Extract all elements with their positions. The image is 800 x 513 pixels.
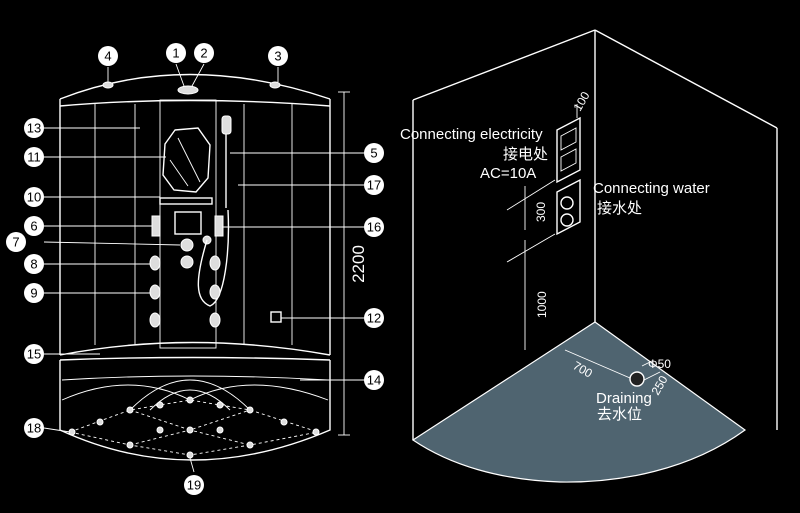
center-column: [159, 99, 217, 349]
svg-text:10: 10: [27, 190, 41, 205]
tray-arch: [129, 379, 251, 411]
tray-line: [61, 375, 329, 381]
mirror-reflection: [177, 137, 201, 183]
wall-top-right: [594, 29, 778, 129]
floor-jets: [68, 396, 320, 459]
water-inlets: [556, 178, 581, 236]
callout-2: 2: [194, 43, 214, 63]
dim-guide: [506, 179, 556, 211]
svg-text:4: 4: [104, 49, 111, 64]
massage-jets: [149, 255, 221, 328]
mixer: [180, 255, 194, 269]
shelf: [159, 197, 213, 205]
callout-7: 7: [6, 232, 26, 252]
svg-text:15: 15: [27, 347, 41, 362]
svg-text:3: 3: [274, 49, 281, 64]
callout-6: 6: [24, 216, 44, 236]
callout-16: 16: [364, 217, 384, 237]
dim-1000: 1000: [535, 291, 549, 318]
dim-50-leader: [641, 361, 651, 367]
callout-14: 14: [364, 370, 384, 390]
shower-floor: [411, 321, 747, 483]
elec-spec: AC=10A: [480, 165, 536, 182]
callout-19: 19: [184, 475, 204, 495]
elec-title: Connecting electricity: [400, 126, 543, 143]
shower-hose: [197, 209, 230, 307]
svg-text:5: 5: [370, 146, 377, 161]
light-left: [102, 81, 114, 89]
installation-corner: Connecting electricity 接电处 AC=10A Connec…: [400, 29, 778, 483]
callout-3: 3: [268, 46, 288, 66]
svg-text:8: 8: [30, 257, 37, 272]
wall-top-left: [412, 29, 596, 101]
callout-4: 4: [98, 46, 118, 66]
height-label: 2200: [349, 245, 368, 283]
dim-300: 300: [534, 202, 548, 222]
svg-text:16: 16: [367, 220, 381, 235]
drain-title: Draining: [596, 390, 652, 407]
top-shower: [177, 85, 199, 95]
hand-shower: [221, 115, 232, 135]
callout-17: 17: [364, 175, 384, 195]
svg-text:6: 6: [30, 219, 37, 234]
svg-text:12: 12: [367, 311, 381, 326]
callout-12: 12: [364, 308, 384, 328]
callout-15: 15: [24, 344, 44, 364]
callout-8: 8: [24, 254, 44, 274]
callout-9: 9: [24, 283, 44, 303]
callout-11: 11: [24, 147, 44, 167]
dim-50: Φ50: [648, 357, 671, 371]
side-jet: [151, 215, 161, 237]
drain-cn: 去水位: [597, 406, 642, 423]
svg-text:7: 7: [12, 235, 19, 250]
light-right: [269, 81, 281, 89]
callout-18: 18: [24, 418, 44, 438]
electric-sockets: [556, 116, 581, 184]
roof-curve-top: [59, 73, 331, 100]
valve: [180, 238, 194, 252]
callout-13: 13: [24, 118, 44, 138]
dim-guide: [506, 233, 556, 263]
tray-top: [59, 341, 331, 356]
svg-text:13: 13: [27, 121, 41, 136]
dim-100: 100: [570, 89, 592, 114]
tray-body: [59, 360, 331, 461]
svg-text:14: 14: [367, 373, 381, 388]
small-box: [270, 311, 282, 323]
callouts: 1 2 3 4 5 6 7 8 9 10 11 12 13 14 15 16 1…: [6, 43, 384, 495]
tray-rim: [59, 356, 331, 361]
dim-700-line: [564, 349, 631, 379]
callout-1: 1: [166, 43, 186, 63]
shower-cabin: [59, 73, 331, 461]
elec-cn: 接电处: [503, 146, 548, 163]
svg-text:2: 2: [200, 46, 207, 61]
tray-wave: [61, 384, 329, 401]
height-dimension: 2200: [338, 91, 368, 436]
callout-5: 5: [364, 143, 384, 163]
mirror-reflection: [169, 159, 189, 187]
svg-text:17: 17: [367, 178, 381, 193]
svg-text:11: 11: [27, 150, 41, 165]
water-title: Connecting water: [593, 180, 710, 197]
callout-10: 10: [24, 187, 44, 207]
side-jet: [214, 215, 224, 237]
water-cn: 接水处: [597, 200, 642, 217]
svg-text:1: 1: [172, 46, 179, 61]
svg-text:9: 9: [30, 286, 37, 301]
svg-text:18: 18: [27, 421, 41, 436]
drain-hole: [629, 371, 645, 387]
roof-curve-bottom: [59, 99, 331, 107]
control-panel: [174, 211, 202, 235]
mirror: [162, 127, 211, 193]
callout-leaders: [43, 63, 364, 473]
svg-text:19: 19: [187, 478, 201, 493]
